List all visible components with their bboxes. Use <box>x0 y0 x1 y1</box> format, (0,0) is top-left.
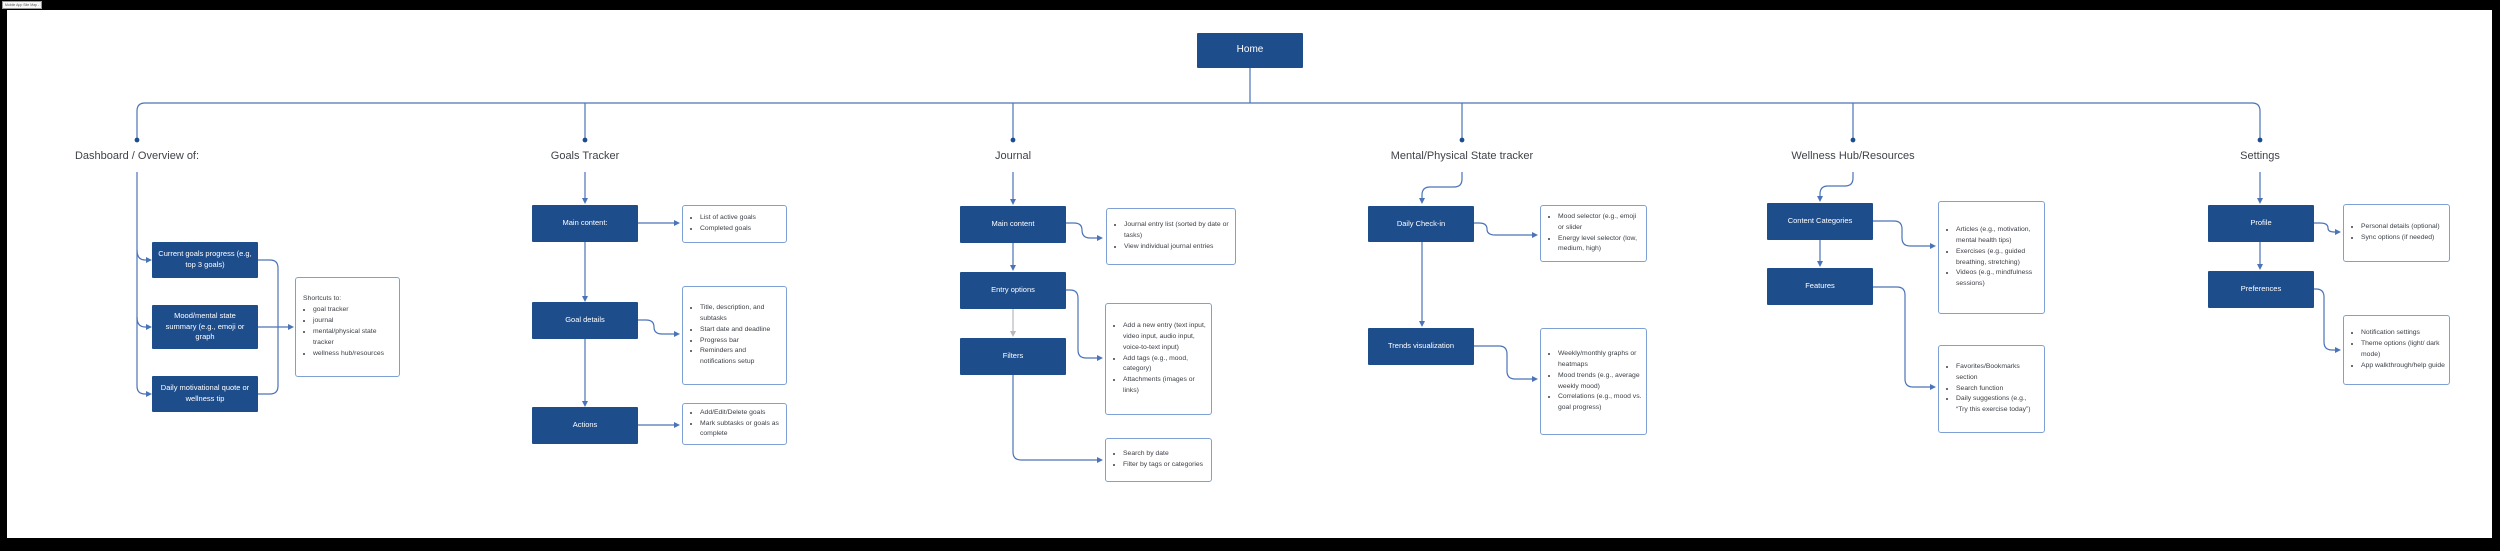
node-profile[interactable]: Profile <box>2208 205 2314 242</box>
arrowhead-icons <box>146 196 2341 463</box>
bullet-list: Articles (e.g., motivation, mental healt… <box>1945 225 2040 290</box>
bullet-list: Search by date Filter by tags or categor… <box>1112 449 1207 471</box>
bullet-list: Add a new entry (text input, video input… <box>1112 321 1207 397</box>
window-tab[interactable]: Mobile App Site Map - 1 <box>2 1 42 9</box>
node-trends-visualization[interactable]: Trends visualization <box>1368 328 1474 365</box>
node-home[interactable]: Home <box>1197 33 1303 68</box>
detail-entry-options[interactable]: Add a new entry (text input, video input… <box>1105 303 1212 415</box>
section-label-settings: Settings <box>2240 150 2280 162</box>
detail-heading: Shortcuts to: <box>303 295 342 303</box>
node-goals-main-content[interactable]: Main content: <box>532 205 638 242</box>
detail-content-categories[interactable]: Articles (e.g., motivation, mental healt… <box>1938 201 2045 314</box>
node-daily-checkin[interactable]: Daily Check-in <box>1368 206 1474 242</box>
bullet-list: Notification settings Theme options (lig… <box>2350 328 2445 372</box>
detail-filters[interactable]: Search by date Filter by tags or categor… <box>1105 438 1212 482</box>
node-current-goals-progress[interactable]: Current goals progress (e.g, top 3 goals… <box>152 242 258 278</box>
node-journal-main-content[interactable]: Main content <box>960 206 1066 243</box>
bullet-list: Title, description, and subtasks Start d… <box>689 303 782 368</box>
detail-features[interactable]: Favorites/Bookmarks section Search funct… <box>1938 345 2045 433</box>
section-label-wellness: Wellness Hub/Resources <box>1791 150 1915 162</box>
node-filters[interactable]: Filters <box>960 338 1066 375</box>
section-label-journal: Journal <box>994 150 1032 162</box>
bullet-list: List of active goals Completed goals <box>689 213 782 235</box>
section-label-dashboard: Dashboard / Overview of: <box>74 150 200 162</box>
node-daily-quote[interactable]: Daily motivational quote or wellness tip <box>152 376 258 412</box>
node-goal-details[interactable]: Goal details <box>532 302 638 339</box>
detail-trends[interactable]: Weekly/monthly graphs or heatmaps Mood t… <box>1540 328 1647 435</box>
node-content-categories[interactable]: Content Categories <box>1767 203 1873 240</box>
node-mood-summary[interactable]: Mood/mental state summary (e.g., emoji o… <box>152 305 258 349</box>
node-goal-actions[interactable]: Actions <box>532 407 638 444</box>
detail-journal-list[interactable]: Journal entry list (sorted by date or ta… <box>1106 208 1236 265</box>
muted-arrowhead-icon <box>1010 331 1016 337</box>
detail-shortcuts[interactable]: Shortcuts to: goal tracker journal menta… <box>295 277 400 377</box>
bullet-list: Favorites/Bookmarks section Search funct… <box>1945 362 2040 416</box>
detail-goal-details[interactable]: Title, description, and subtasks Start d… <box>682 286 787 385</box>
node-preferences[interactable]: Preferences <box>2208 271 2314 308</box>
bullet-list: Add/Edit/Delete goals Mark subtasks or g… <box>689 408 782 441</box>
detail-preferences[interactable]: Notification settings Theme options (lig… <box>2343 315 2450 385</box>
detail-goal-actions[interactable]: Add/Edit/Delete goals Mark subtasks or g… <box>682 403 787 445</box>
bullet-list: Weekly/monthly graphs or heatmaps Mood t… <box>1547 349 1642 414</box>
detail-goals-main[interactable]: List of active goals Completed goals <box>682 205 787 243</box>
bullet-list: goal tracker journal mental/physical sta… <box>302 305 395 359</box>
bullet-list: Personal details (optional) Sync options… <box>2350 222 2445 244</box>
section-label-mental: Mental/Physical State tracker <box>1390 150 1534 162</box>
bullet-list: Mood selector (e.g., emoji or slider Ene… <box>1547 212 1642 256</box>
detail-daily-checkin[interactable]: Mood selector (e.g., emoji or slider Ene… <box>1540 205 1647 262</box>
detail-profile[interactable]: Personal details (optional) Sync options… <box>2343 204 2450 262</box>
node-entry-options[interactable]: Entry options <box>960 272 1066 309</box>
bullet-list: Journal entry list (sorted by date or ta… <box>1113 220 1231 253</box>
section-label-goals: Goals Tracker <box>550 150 620 162</box>
branch-dot-icons <box>134 137 2263 143</box>
node-features[interactable]: Features <box>1767 268 1873 305</box>
connector-lines <box>136 68 2336 461</box>
